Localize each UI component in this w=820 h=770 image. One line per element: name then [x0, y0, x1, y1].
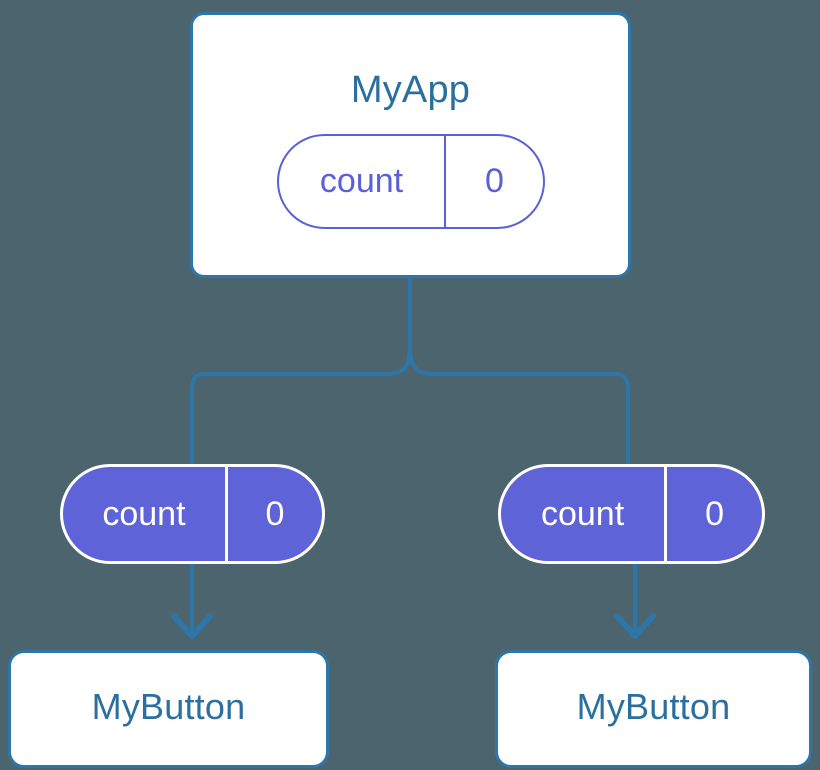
- prop-pill-right[interactable]: count 0: [498, 464, 765, 564]
- state-pill-myapp-key: count: [319, 162, 404, 200]
- arrow-head-right-icon: [614, 613, 656, 639]
- prop-pill-left-key: count: [102, 494, 186, 533]
- arrow-head-left-icon: [171, 613, 213, 639]
- prop-pill-right-key: count: [540, 494, 625, 533]
- node-myapp-label: MyApp: [350, 69, 471, 111]
- connector-branch-right: [408, 340, 630, 472]
- node-mybutton-right[interactable]: MyButton: [495, 650, 812, 768]
- state-pill-myapp-value: 0: [444, 136, 543, 227]
- prop-pill-right-value: 0: [664, 467, 762, 561]
- node-mybutton-left[interactable]: MyButton: [8, 650, 329, 768]
- node-mybutton-left-label: MyButton: [91, 686, 246, 727]
- node-mybutton-right-label: MyButton: [576, 686, 731, 727]
- state-pill-myapp[interactable]: count 0: [277, 134, 545, 229]
- prop-pill-left[interactable]: count 0: [60, 464, 325, 564]
- prop-pill-left-value: 0: [224, 467, 322, 561]
- connector-branch-left: [190, 340, 412, 472]
